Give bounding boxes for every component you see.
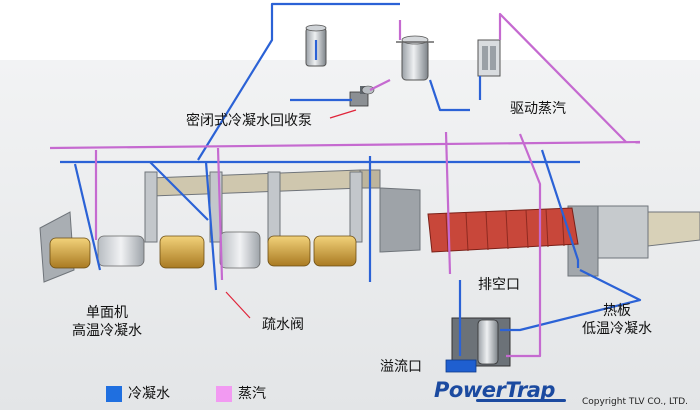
powertrap-pump-unit: [445, 317, 511, 373]
label-overflow: 溢流口: [380, 359, 422, 375]
label-single-facer: 单面机 高温冷凝水: [72, 304, 142, 340]
deaerator-tank: [396, 35, 434, 81]
label-single-facer-line2: 高温冷凝水: [72, 323, 142, 339]
label-closed-pump: 密闭式冷凝水回收泵: [186, 113, 312, 129]
legend-label-steam: 蒸汽: [238, 386, 266, 402]
label-steam-trap: 疏水阀: [262, 317, 304, 333]
steam-pipes: [49, 12, 641, 358]
label-single-facer-line1: 单面机: [86, 305, 128, 321]
condensate-pipes: [60, 2, 642, 356]
hot-plate: [427, 207, 579, 253]
label-motive-steam: 驱动蒸汽: [510, 101, 566, 117]
label-vent: 排空口: [478, 277, 520, 293]
legend-label-condensate: 冷凝水: [128, 386, 170, 402]
label-hot-plate: 热板 低温冷凝水: [582, 302, 652, 338]
label-hot-plate-line1: 热板: [603, 303, 631, 319]
boiler-unit: [477, 39, 501, 77]
recovery-pump-small: [349, 85, 375, 107]
copyright-text: Copyright TLV CO., LTD.: [582, 397, 689, 407]
brand-logo: PowerTrap: [434, 378, 555, 402]
label-hot-plate-line2: 低温冷凝水: [582, 321, 652, 337]
legend-swatch-steam: [216, 386, 232, 402]
leader-lines: [225, 109, 357, 319]
legend-swatch-condensate: [106, 386, 122, 402]
brand-swoosh: [476, 399, 566, 402]
single-facer-rolls: [49, 231, 357, 269]
